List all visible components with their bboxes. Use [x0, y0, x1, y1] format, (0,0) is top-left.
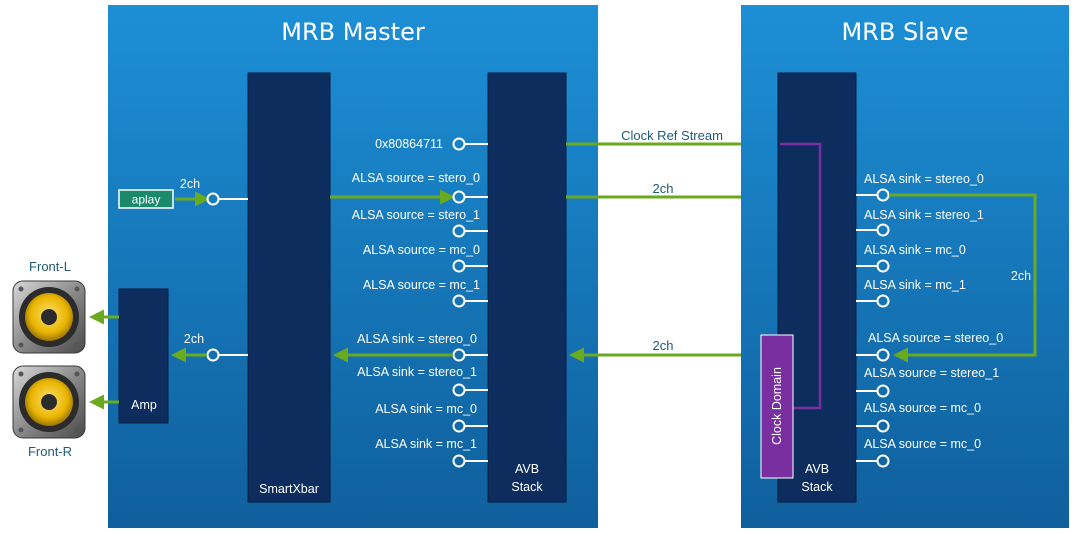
- slave-avb-label-1: AVB: [805, 462, 829, 476]
- front-left-label: Front-L: [29, 259, 71, 274]
- port-label-sink-stereo-0: ALSA sink = stereo_0: [357, 332, 477, 346]
- clock-domain-block: [760, 334, 794, 479]
- amp-block: [118, 288, 169, 424]
- slave-source-mc-0: [876, 419, 890, 433]
- slave-source-label-stereo-1: ALSA source = stereo_1: [864, 366, 999, 380]
- slave-source-label-stereo-0: ALSA source = stereo_0: [868, 331, 1003, 345]
- slave-sink-stereo-1: [876, 223, 890, 237]
- slave-source-stereo-0: [876, 348, 890, 362]
- port-label-source-stero-1: ALSA source = stero_1: [352, 208, 480, 222]
- to-master-channels: 2ch: [653, 338, 674, 353]
- slave-source-label-mc-0: ALSA source = mc_0: [864, 401, 981, 415]
- slave-loop-channels: 2ch: [1011, 269, 1031, 283]
- clock-domain-label: Clock Domain: [770, 367, 784, 445]
- slave-sink-mc-0: [876, 259, 890, 273]
- port-label-clock-id: 0x80864711: [375, 137, 443, 151]
- slave-avb-label-2: Stack: [801, 480, 833, 494]
- port-label-sink-stereo-1: ALSA sink = stereo_1: [357, 365, 477, 379]
- slave-sink-stereo-0: [876, 188, 890, 202]
- master-ports-lower: ALSA sink = stereo_0 ALSA sink = stereo_…: [333, 332, 488, 468]
- port-label-source-mc-0: ALSA source = mc_0: [363, 243, 480, 257]
- aplay-label: aplay: [132, 193, 161, 207]
- master-avb-label-2: Stack: [511, 480, 543, 494]
- clock-domain-path: [780, 142, 822, 410]
- slave-sink-label-mc-1: ALSA sink = mc_1: [864, 278, 966, 292]
- speaker-right-icon: [12, 365, 86, 439]
- slave-sink-label-stereo-1: ALSA sink = stereo_1: [864, 208, 984, 222]
- master-ports-upper: 0x80864711 ALSA source = stero_0 ALSA so…: [330, 137, 488, 308]
- slave-source-label-mc-0-b: ALSA source = mc_0: [864, 437, 981, 451]
- aplay-box: [118, 189, 174, 209]
- amp-channels: 2ch: [184, 332, 204, 346]
- aplay-channels: 2ch: [180, 177, 200, 191]
- slave-sink-label-stereo-0: ALSA sink = stereo_0: [864, 172, 984, 186]
- slave-source-stereo-1: [876, 384, 890, 398]
- port-label-source-mc-1: ALSA source = mc_1: [363, 278, 480, 292]
- master-avb-stack-block: [487, 72, 567, 503]
- port-label-sink-mc-0: ALSA sink = mc_0: [375, 402, 477, 416]
- slave-source-mc-0-b: [876, 454, 890, 468]
- slave-sink-mc-1: [876, 294, 890, 308]
- master-title: MRB Master: [281, 18, 425, 46]
- slave-title: MRB Slave: [841, 18, 968, 46]
- slave-sinks: ALSA sink = stereo_0 ALSA sink = stereo_…: [856, 172, 984, 308]
- smartxbar-block: [247, 72, 331, 503]
- master-avb-label-1: AVB: [515, 462, 539, 476]
- port-label-source-stero-0: ALSA source = stero_0: [352, 171, 480, 185]
- port-label-sink-mc-1: ALSA sink = mc_1: [375, 437, 477, 451]
- front-right-label: Front-R: [28, 444, 72, 459]
- amp-label: Amp: [131, 398, 157, 412]
- speaker-left-icon: [12, 280, 86, 354]
- to-slave-channels: 2ch: [653, 181, 674, 196]
- clock-ref-label: Clock Ref Stream: [621, 128, 723, 143]
- smartxbar-label: SmartXbar: [259, 482, 319, 496]
- slave-sink-label-mc-0: ALSA sink = mc_0: [864, 243, 966, 257]
- slave-sources: ALSA source = stereo_0 ALSA source = ste…: [856, 331, 1003, 468]
- slave-loopback-arrow: [889, 193, 1037, 363]
